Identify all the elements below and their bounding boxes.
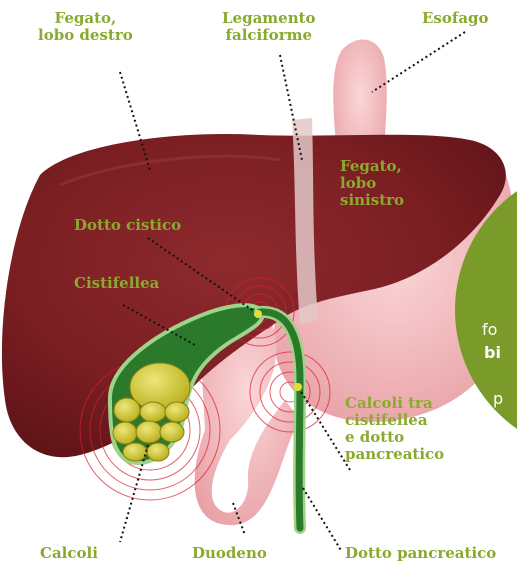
label-falciform-ligament: Legamento falciforme <box>222 10 316 44</box>
label-stones-between-line3: e dotto <box>345 429 444 446</box>
label-gallstones: Calcoli <box>40 545 98 562</box>
label-stones-between-line2: cistifellea <box>345 412 444 429</box>
label-liver-left-lobe-line1: Fegato, <box>340 158 404 175</box>
label-falciform-ligament-line1: Legamento <box>222 10 316 27</box>
label-pancreatic-duct: Dotto pancreatico <box>345 545 496 562</box>
label-liver-left-lobe-line2: lobo <box>340 175 404 192</box>
label-stones-between-line1: Calcoli tra <box>345 395 444 412</box>
stone-duct <box>294 383 302 391</box>
label-duodenum: Duodeno <box>192 545 267 562</box>
bubble-text-fragment-2: bi <box>484 343 501 362</box>
label-stones-between: Calcoli tra cistifellea e dotto pancreat… <box>345 395 444 463</box>
label-liver-right-lobe-line1: Fegato, <box>38 10 133 27</box>
label-stones-between-line4: pancreatico <box>345 446 444 463</box>
label-falciform-ligament-line2: falciforme <box>222 27 316 44</box>
label-cystic-duct: Dotto cistico <box>74 217 181 234</box>
label-gallbladder: Cistifellea <box>74 275 159 292</box>
label-liver-left-lobe: Fegato, lobo sinistro <box>340 158 404 209</box>
label-liver-left-lobe-line3: sinistro <box>340 192 404 209</box>
stone-cystic <box>254 310 262 318</box>
label-esophagus: Esofago <box>422 10 489 27</box>
label-liver-right-lobe: Fegato, lobo destro <box>38 10 133 44</box>
bubble-text-fragment-3: p <box>493 389 503 408</box>
bubble-text-fragment-1: fo <box>482 320 497 339</box>
label-liver-right-lobe-line2: lobo destro <box>38 27 133 44</box>
